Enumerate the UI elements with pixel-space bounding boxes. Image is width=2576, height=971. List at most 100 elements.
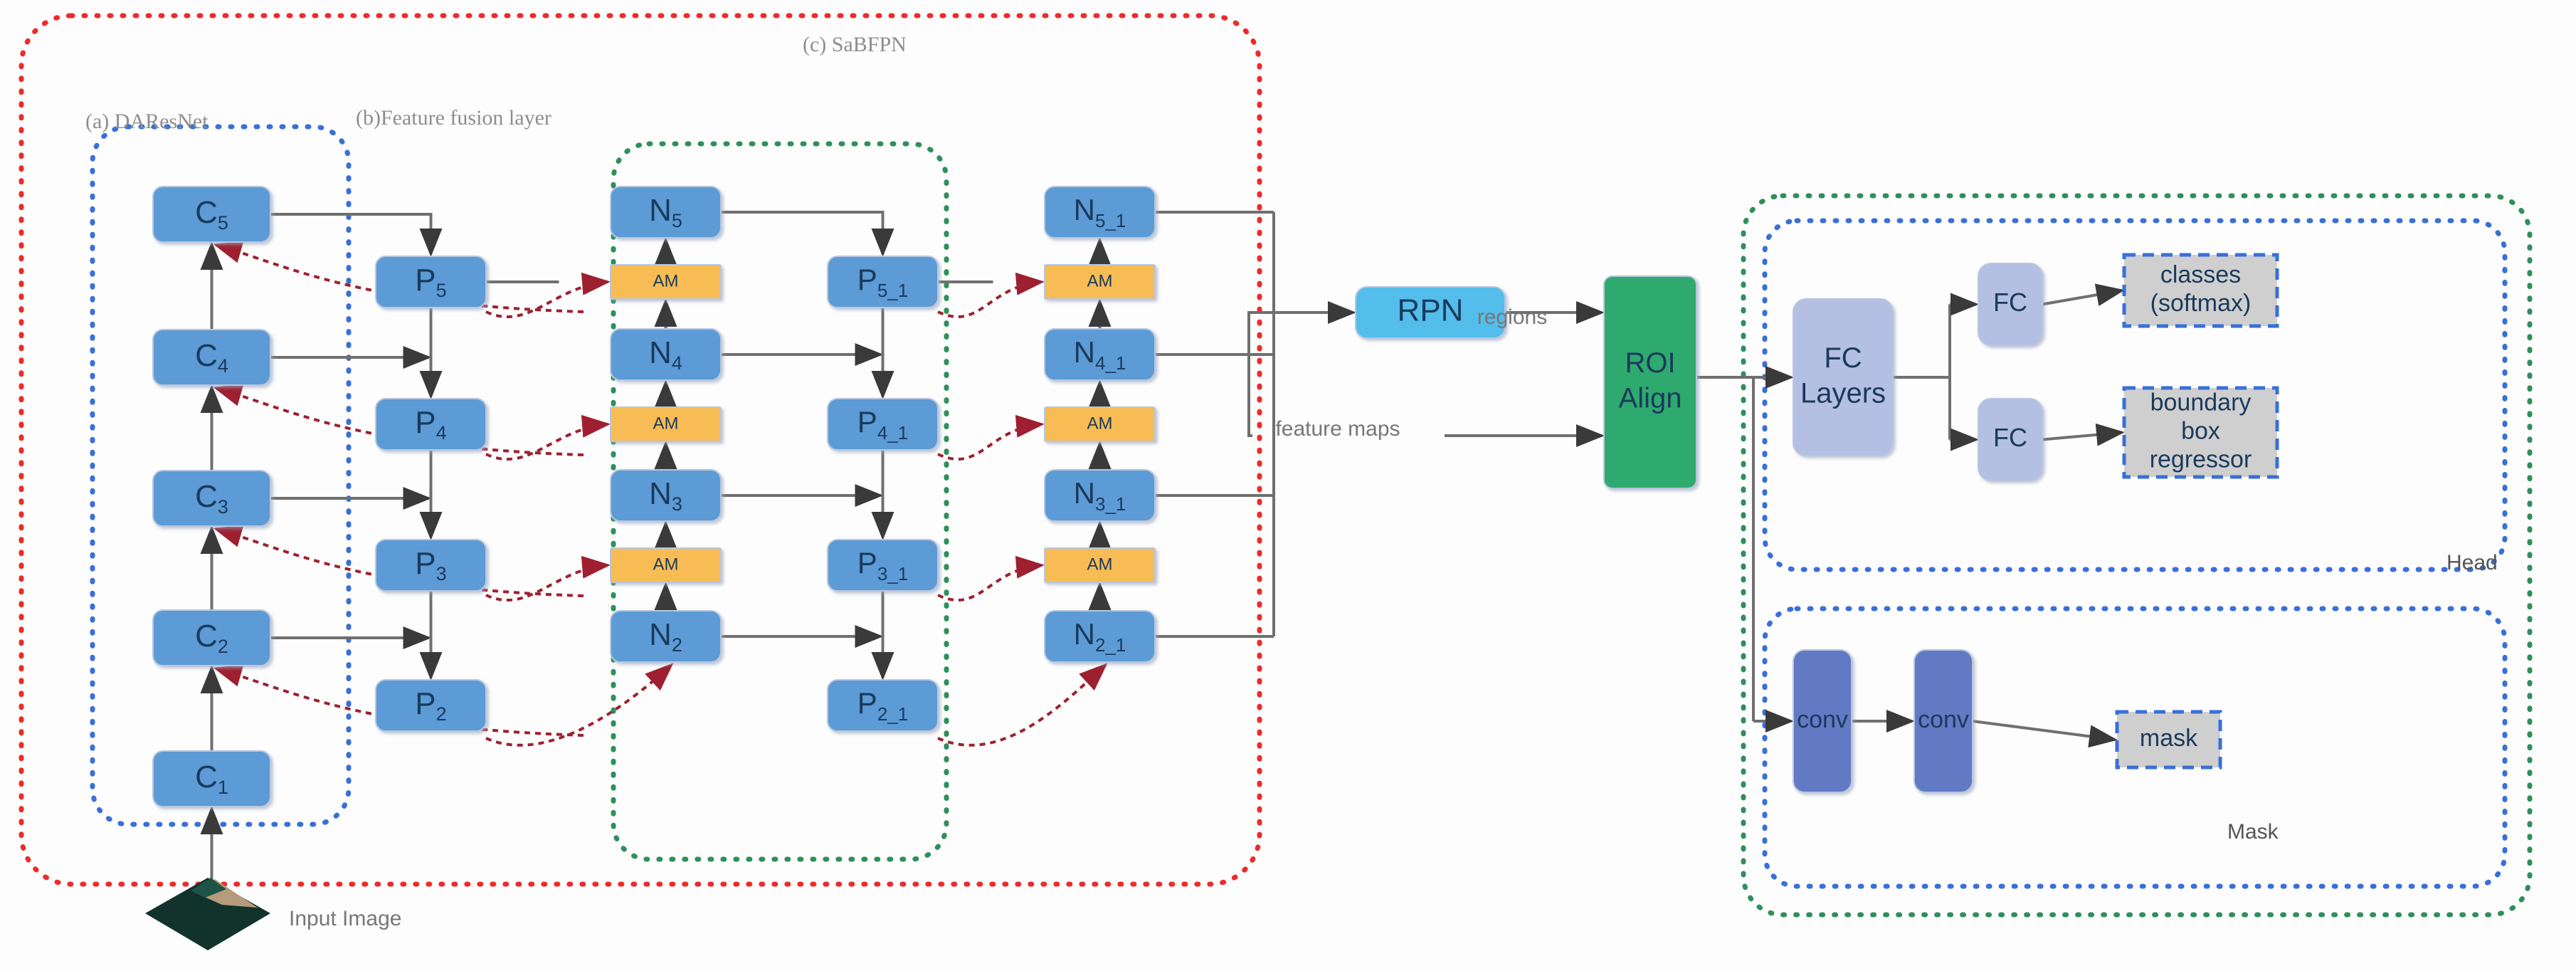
block-N5: N5 <box>610 186 722 238</box>
skip-connection <box>213 664 584 737</box>
block-label-P4: P4 <box>415 405 446 444</box>
skip-connection <box>485 272 611 318</box>
skip-connection <box>937 272 1045 318</box>
block-conv-1: conv <box>1793 649 1852 793</box>
block-N3: N3 <box>610 469 722 522</box>
group-boundaries <box>19 13 2533 918</box>
group-label-mask: Mask <box>2227 820 2279 844</box>
block-rpn: RPN <box>1355 286 1506 339</box>
connector <box>1972 720 2118 748</box>
skip-connection <box>485 414 611 461</box>
edge-label-feature_maps: feature maps <box>1275 417 1400 441</box>
block-C1: C1 <box>152 750 271 807</box>
block-label-P3: P3 <box>415 546 446 585</box>
connector <box>2042 283 2125 306</box>
output-classes-label-0: classes <box>2160 261 2241 288</box>
output-mask-label-0: mask <box>2140 725 2198 752</box>
block-label-P3_1: P3_1 <box>857 546 908 584</box>
block-label-AM2: AM <box>653 414 679 433</box>
labels-layer: (a) DAResNet (b)Feature fusion layer (c) S… <box>85 33 2498 930</box>
block-label-N4: N4 <box>649 335 682 374</box>
output-boundary-box-regressor-label-0: boundary <box>2150 389 2252 416</box>
block-label-N2_1: N2_1 <box>1074 617 1126 656</box>
block-P2: P2 <box>375 679 487 732</box>
skip-connection <box>937 414 1045 461</box>
block-label-FC_top: FC <box>1993 288 2027 317</box>
block-label-C3: C3 <box>195 479 228 518</box>
output-classes: classes(softmax) <box>2122 253 2279 328</box>
input-image-label: Input Image <box>289 907 401 930</box>
output-mask: mask <box>2115 710 2222 770</box>
skip-connection <box>937 555 1045 602</box>
group-boundary <box>1741 193 2533 918</box>
group-label-head: Head <box>2446 551 2498 574</box>
block-C3: C3 <box>152 470 271 527</box>
skip-connection <box>485 663 674 747</box>
block-fc-top: FC <box>1978 263 2043 346</box>
output-boundary-box-regressor-label-1: box <box>2181 417 2220 444</box>
block-label-AM3_1: AM <box>1087 555 1113 574</box>
block-label-P4_1: P4_1 <box>857 405 908 443</box>
block-label-conv1: conv <box>1797 706 1848 733</box>
block-AM1_1: AM <box>1044 264 1156 300</box>
block-label-N5: N5 <box>649 193 682 232</box>
block-label-AM2_1: AM <box>1087 414 1113 433</box>
connector <box>721 211 894 257</box>
block-N2: N2 <box>610 610 722 663</box>
skip-connection <box>937 663 1108 747</box>
output-boundary-box-regressor-label-2: regressor <box>2150 446 2252 473</box>
block-N2_1: N2_1 <box>1044 610 1156 663</box>
group-label-sabfpn: (c) SaBFPN <box>803 33 907 56</box>
block-label-AM3: AM <box>653 555 679 574</box>
block-N5_1: N5_1 <box>1044 186 1156 238</box>
block-P3: P3 <box>375 539 487 592</box>
block-AM2_1: AM <box>1044 406 1156 442</box>
input-image-thumbnail <box>145 878 270 950</box>
skip-connection <box>213 241 584 313</box>
block-label-C4: C4 <box>195 338 228 377</box>
block-label-FC_bottom: FC <box>1993 423 2027 452</box>
block-P3_1: P3_1 <box>827 539 939 592</box>
block-label-N2: N2 <box>649 617 682 656</box>
block-label-C2: C2 <box>195 619 228 658</box>
block-fc-bottom: FC <box>1978 398 2043 481</box>
skip-connection <box>213 384 584 456</box>
connector <box>1247 311 1274 437</box>
block-P4_1: P4_1 <box>827 398 939 451</box>
block-AM2: AM <box>610 406 722 442</box>
group-boundary <box>1762 218 2508 572</box>
group-label-feature_fusion: (b)Feature fusion layer <box>356 106 551 130</box>
block-AM1: AM <box>610 264 722 300</box>
block-label-P5_1: P5_1 <box>857 263 908 301</box>
block-label-C5: C5 <box>195 195 228 234</box>
group-boundary <box>1762 606 2508 889</box>
block-N4_1: N4_1 <box>1044 328 1156 381</box>
block-label-ROI-0: ROI <box>1625 347 1675 379</box>
edge-label-regions: regions <box>1477 305 1547 329</box>
block-N3_1: N3_1 <box>1044 469 1156 522</box>
block-label-N5_1: N5_1 <box>1074 193 1126 231</box>
block-label-ROI-1: Align <box>1619 382 1682 414</box>
block-label-P5: P5 <box>415 263 446 302</box>
block-AM3: AM <box>610 547 722 583</box>
block-label-N4_1: N4_1 <box>1074 335 1126 374</box>
connector <box>270 213 443 257</box>
block-label-P2: P2 <box>415 686 446 725</box>
block-label-FC_Layers-0: FC <box>1824 342 1862 374</box>
block-label-AM1: AM <box>653 271 679 290</box>
group-label-daresnet: (a) DAResNet <box>85 110 208 133</box>
block-label-AM1_1: AM <box>1087 271 1113 290</box>
block-label-C1: C1 <box>195 760 228 799</box>
block-label-N3: N3 <box>649 476 682 515</box>
block-C4: C4 <box>152 329 271 386</box>
block-conv-2: conv <box>1913 649 1973 793</box>
block-P5: P5 <box>375 256 487 308</box>
group-boundary <box>611 141 949 862</box>
skip-connection <box>213 525 584 597</box>
block-C5: C5 <box>152 186 271 243</box>
